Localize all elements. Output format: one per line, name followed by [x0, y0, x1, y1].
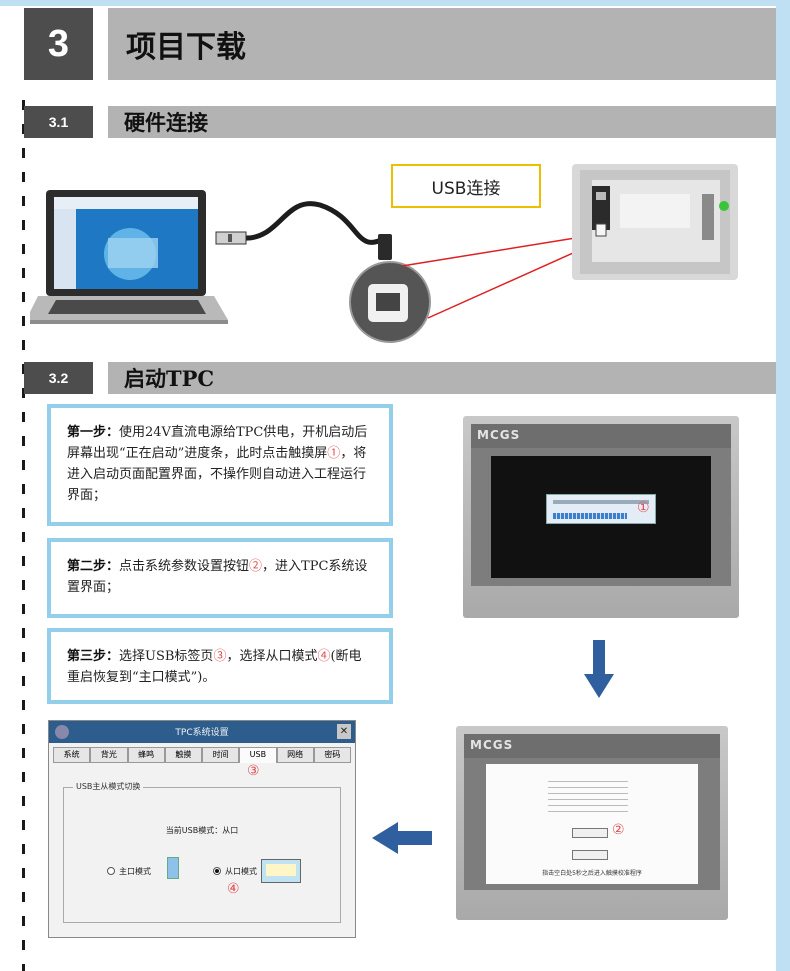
close-button[interactable]: ✕ [337, 724, 351, 739]
tpc-device-screen-1: MCGS ① [463, 416, 739, 618]
top-band [0, 0, 790, 6]
tpc-brand: MCGS [470, 738, 514, 752]
arrow-down-icon [584, 640, 614, 698]
section-title: 项目下载 [108, 8, 776, 80]
dialog-titlebar [49, 721, 355, 743]
tpc-rear-panel [572, 164, 738, 280]
dialog-title: TPC系统设置 [175, 728, 229, 738]
usb-mode-group [63, 787, 341, 923]
step-marker: ④ [317, 649, 331, 664]
step-label: 第一步： [67, 425, 120, 440]
slave-mode-label: 从口模式 [225, 867, 257, 876]
left-dashed-rule [22, 100, 25, 971]
current-usb-mode: 当前USB模式：从口 [165, 826, 239, 835]
enter-project-button[interactable] [572, 850, 608, 860]
boot-config-page: ② 指击空白处5秒之后进入触摸校准程序 [486, 764, 698, 884]
step-marker: ③ [213, 649, 227, 664]
arrow-left-icon [372, 822, 432, 854]
step-label: 第三步： [67, 649, 120, 664]
step-text: ，选择从口模式 [226, 649, 318, 664]
laptop-icon [30, 190, 228, 324]
tab-buzzer[interactable]: 蜂鸣 [127, 747, 165, 763]
progress-bar [553, 513, 627, 519]
host-mode-radio[interactable] [107, 867, 115, 875]
step-two-box: 第二步：点击系统参数设置按钮②，进入TPC系统设置界面； [47, 538, 393, 618]
step-text: 选择USB标签页 [119, 649, 214, 664]
system-settings-button[interactable] [572, 828, 608, 838]
tab-usb[interactable]: USB [239, 747, 277, 763]
tab-system[interactable]: 系统 [53, 747, 91, 763]
step-one-box: 第一步：使用24V直流电源给TPC供电，开机启动后屏幕出现“正在启动”进度条，此… [47, 404, 393, 526]
startup-progress-dialog[interactable] [546, 494, 656, 524]
step-marker: ① [327, 446, 341, 461]
marker-3: ③ [247, 763, 260, 779]
group-title: USB主从模式切换 [73, 781, 144, 792]
tpc-settings-dialog: TPC系统设置 ✕ 系统 背光 蜂鸣 触摸 时间 USB 网络 密码 ③ USB… [48, 720, 356, 938]
tab-touch[interactable]: 触摸 [164, 747, 202, 763]
step-text: 使用24V直流电源给TPC供电，开机启动后屏幕出现“正在启动”进度条，此时点击触… [67, 425, 368, 461]
app-icon [55, 725, 69, 739]
step-text: (断电重启恢复到“主口模式”)。 [67, 649, 362, 685]
step-text: ，进入TPC系统设置界面； [67, 559, 368, 595]
marker-1: ① [637, 500, 650, 516]
subsection-number: 3.2 [24, 362, 93, 394]
section-number: 3 [24, 8, 93, 80]
marker-2: ② [612, 822, 625, 838]
step-three-box: 第三步：选择USB标签页③，选择从口模式④(断电重启恢复到“主口模式”)。 [47, 628, 393, 704]
usb-connection-label: USB连接 [391, 164, 541, 208]
marker-4: ④ [227, 881, 240, 897]
step-marker: ② [249, 559, 263, 574]
tpc-pc-icon [261, 859, 301, 883]
tpc-brand: MCGS [477, 428, 521, 442]
subsection-title: 启动TPC [108, 362, 776, 394]
tpc-device-screen-2: MCGS ② 指击空白处5秒之后进入触摸校准程序 [456, 726, 728, 920]
usb-device-icon [167, 857, 179, 879]
calibration-hint: 指击空白处5秒之后进入触摸校准程序 [542, 870, 642, 877]
host-mode-label: 主口模式 [119, 867, 151, 876]
slave-mode-radio[interactable] [213, 867, 221, 875]
tab-password[interactable]: 密码 [313, 747, 351, 763]
step-text: 点击系统参数设置按钮 [119, 559, 250, 574]
tab-network[interactable]: 网络 [276, 747, 314, 763]
tab-time[interactable]: 时间 [202, 747, 240, 763]
tab-backlight[interactable]: 背光 [90, 747, 128, 763]
tab-strip: 系统 背光 蜂鸣 触摸 时间 USB 网络 密码 [53, 747, 351, 763]
subsection-title: 硬件连接 [108, 106, 776, 138]
step-text: ，将进入启动页面配置界面，不操作则自动进入工程运行界面； [67, 446, 367, 503]
subsection-number: 3.1 [24, 106, 93, 138]
step-label: 第二步： [67, 559, 120, 574]
usb-cable [243, 201, 387, 245]
hardware-connection-figure [30, 164, 738, 343]
right-band [776, 0, 790, 971]
